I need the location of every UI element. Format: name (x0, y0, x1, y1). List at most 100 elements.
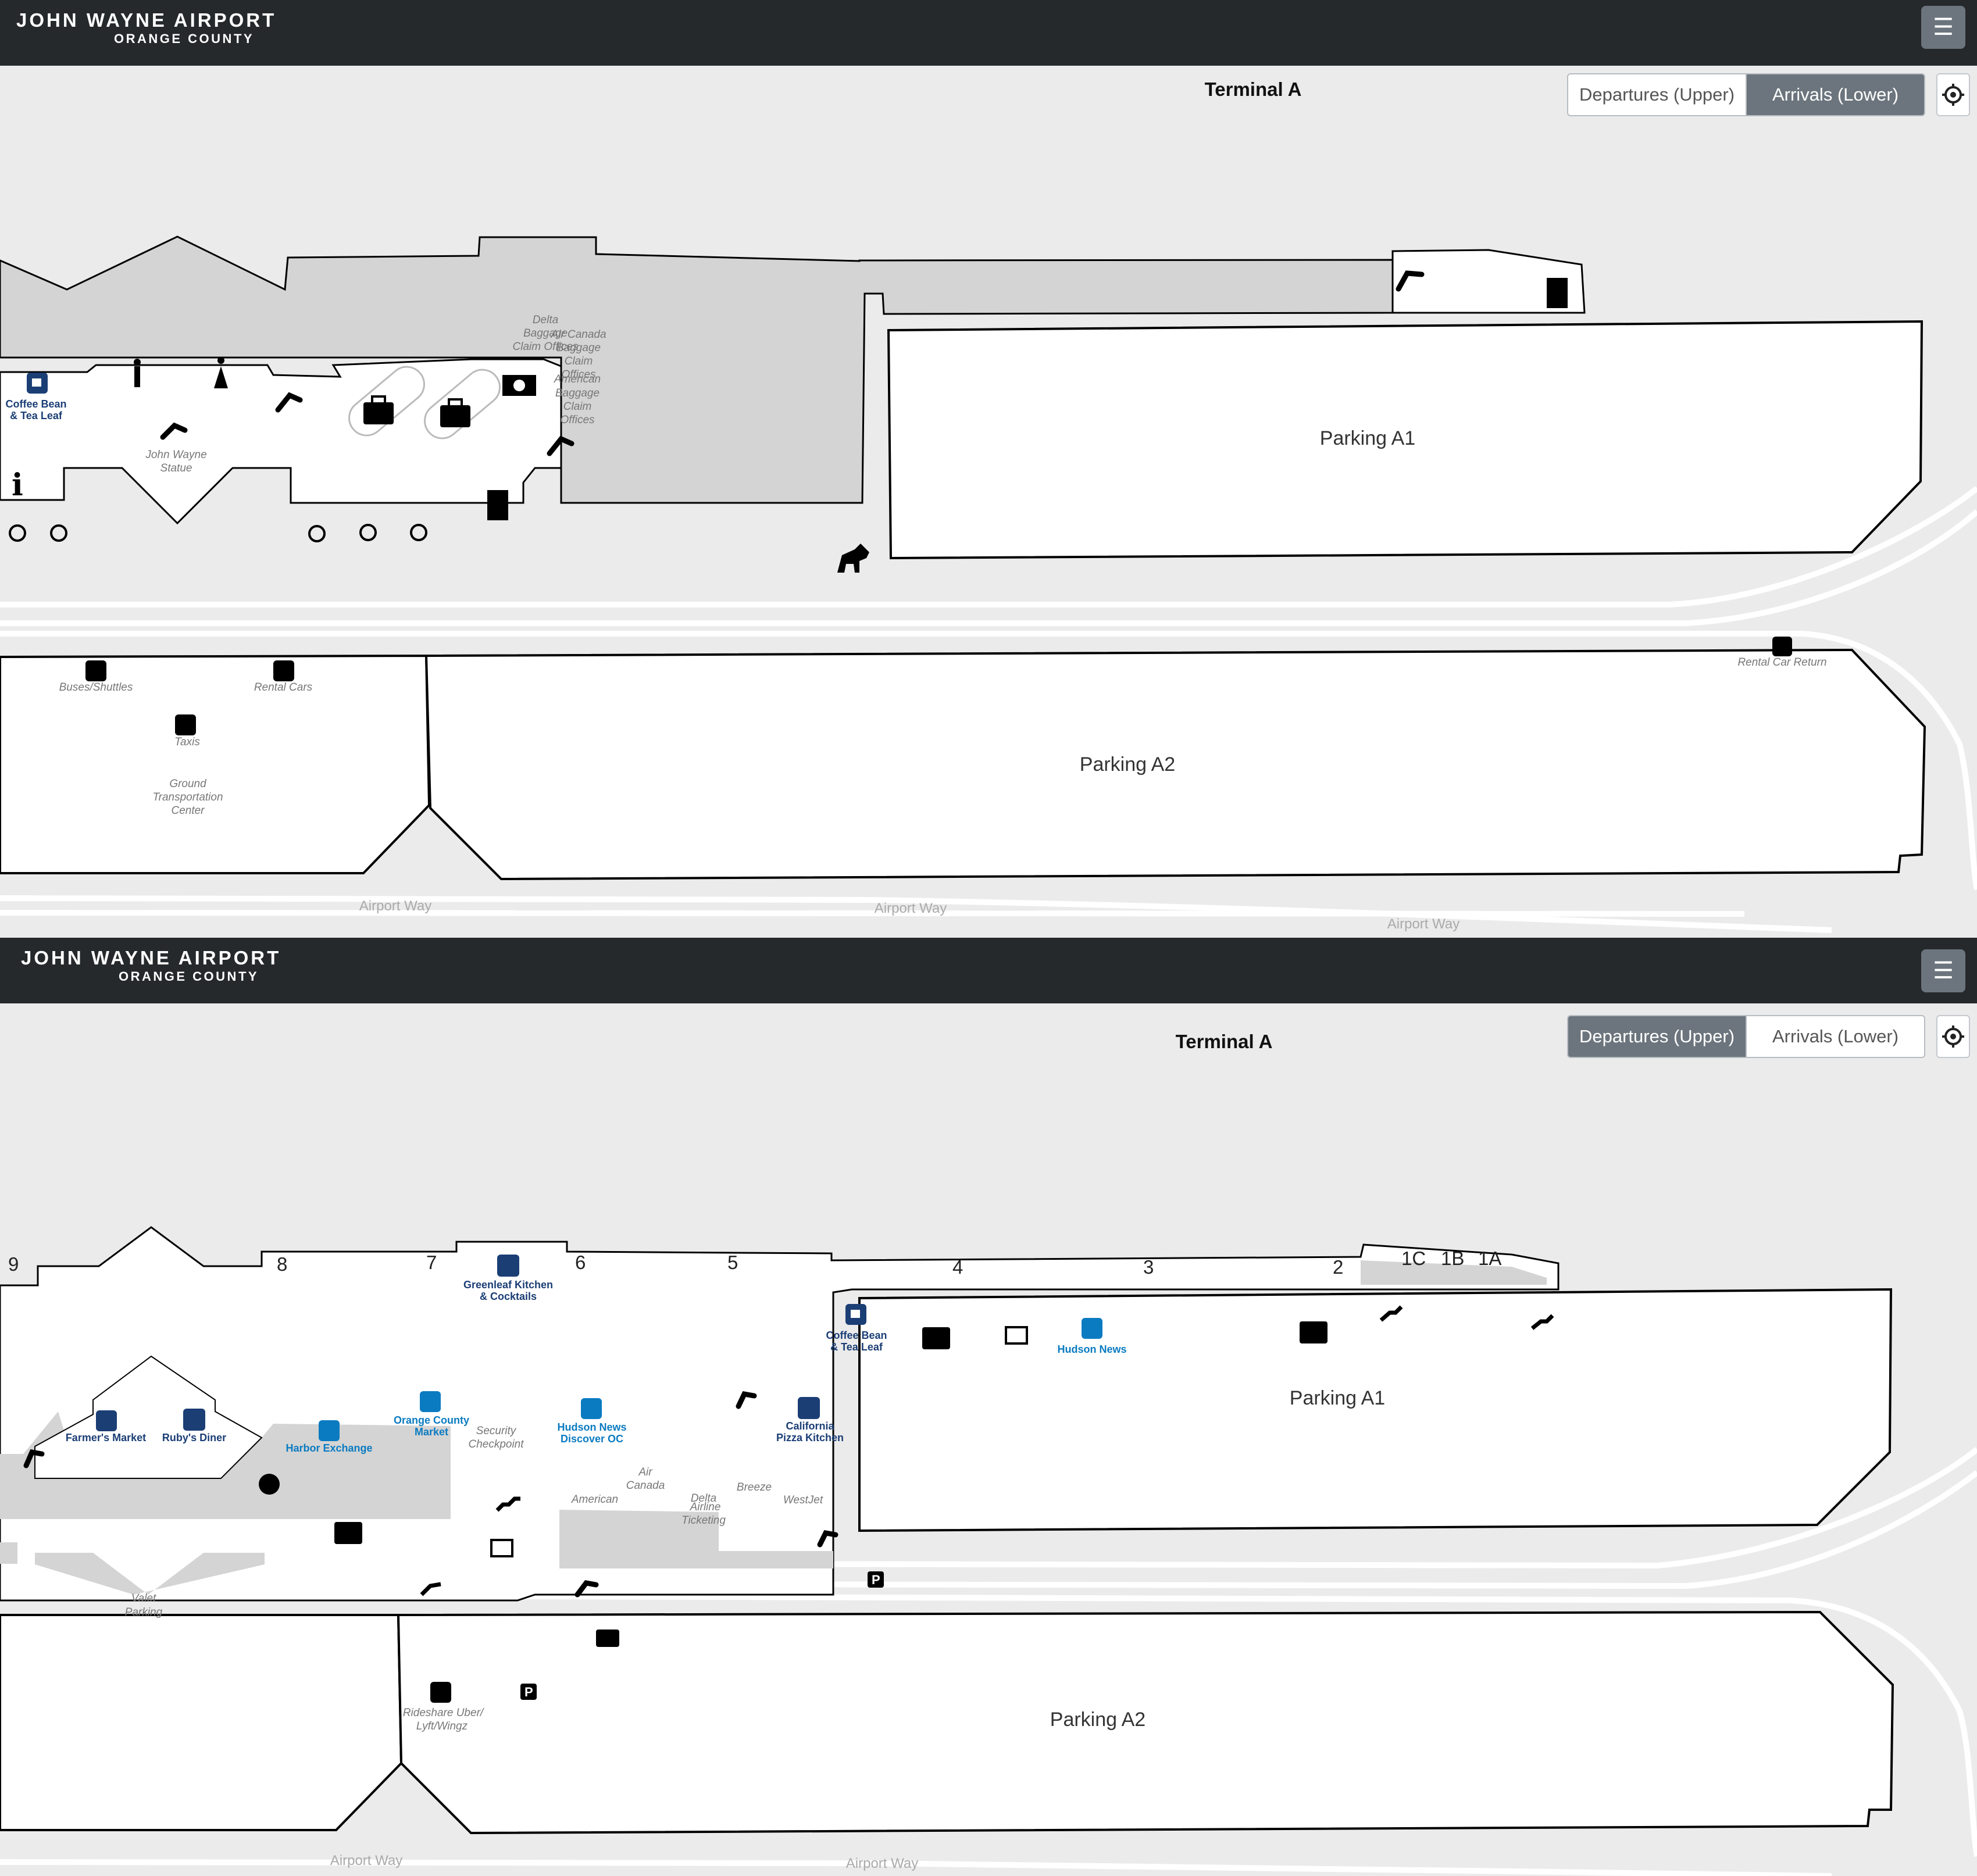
aircanada-baggage-label: Air Canada (550, 328, 606, 341)
terminal-building-gray (0, 235, 1394, 504)
transport-icons[interactable] (85, 637, 1792, 735)
harbor-exchange-label[interactable]: Harbor Exchange (286, 1442, 372, 1454)
svg-text:P: P (872, 1573, 880, 1587)
art-exhibit-icons[interactable] (490, 1326, 1028, 1557)
parking-a2-structure[interactable] (424, 648, 1926, 881)
baggage-cart-icon[interactable] (596, 1630, 619, 1647)
parking-a2-label: Parking A2 (1050, 1709, 1145, 1731)
gate-8[interactable]: 8 (277, 1253, 287, 1275)
delta-label: Delta (691, 1492, 716, 1505)
parking-a2-structure[interactable] (397, 1610, 1894, 1835)
ticketing-label: Ticketing (681, 1514, 726, 1527)
gate-2[interactable]: 2 (1333, 1256, 1343, 1278)
airport-logo-subtitle: ORANGE COUNTY (114, 31, 255, 46)
aircanada-baggage-label-3: Claim (565, 355, 593, 367)
level-toggle: Departures (Upper) Arrivals (Lower) (1567, 73, 1925, 116)
american-baggage-label: American (554, 373, 601, 385)
farmers-market-label[interactable]: Farmer's Market (66, 1432, 146, 1443)
gate-7[interactable]: 7 (426, 1252, 437, 1273)
information-icon[interactable]: i (12, 467, 23, 503)
ground-transportation-center[interactable] (0, 1614, 403, 1831)
hudson-discover-label[interactable]: Hudson News (557, 1421, 626, 1433)
atm-icon[interactable] (502, 375, 536, 396)
cpk-label[interactable]: California (786, 1420, 834, 1432)
site-header: JOHN WAYNE AIRPORT ORANGE COUNTY ☰ (0, 0, 1977, 66)
service-animal-relief-icon[interactable] (837, 544, 869, 573)
restaurant-icons[interactable] (183, 1255, 820, 1431)
coffee-shop-label-2: & Tea Leaf (10, 410, 63, 421)
shop-icons[interactable] (96, 1318, 1102, 1441)
escalator-icons[interactable] (420, 1305, 1554, 1596)
site-header: JOHN WAYNE AIRPORT ORANGE COUNTY ☰ (0, 938, 1977, 1003)
valet-parking-label: Valet (131, 1592, 156, 1605)
locate-button[interactable] (1936, 1015, 1970, 1058)
phone-icons[interactable] (23, 1391, 838, 1598)
gate-3[interactable]: 3 (1143, 1256, 1154, 1278)
oc-market-label-2: Market (415, 1426, 448, 1438)
parking-icons[interactable]: P P (520, 1571, 884, 1700)
taxis-label: Taxis (174, 736, 200, 748)
gate-labels[interactable]: 9 8 7 6 5 4 3 2 1C 1B 1A (8, 1248, 1501, 1278)
food-court-area (34, 1355, 263, 1479)
elevator-icons[interactable] (334, 1321, 1327, 1544)
arrivals-floor-map[interactable]: i (0, 66, 1977, 938)
road-label: Airport Way (1387, 916, 1459, 932)
hamburger-icon[interactable]: ☰ (1921, 949, 1965, 992)
gate-6[interactable]: 6 (575, 1252, 586, 1273)
road-label: Airport Way (846, 1856, 918, 1871)
delta-baggage-label-2: Baggage (523, 327, 568, 340)
gtc-label: Ground (169, 778, 207, 790)
oc-market-label[interactable]: Orange County (394, 1414, 469, 1426)
roadways (0, 1447, 1977, 1876)
arrivals-level-button[interactable]: Arrivals (Lower) (1746, 1016, 1924, 1057)
restroom-icons[interactable] (134, 357, 228, 388)
crosshair-locate-icon (1942, 1025, 1964, 1048)
coffee-shop-icon[interactable] (845, 1304, 866, 1325)
airport-logo-title[interactable]: JOHN WAYNE AIRPORT (21, 947, 281, 969)
elevator-icons[interactable] (487, 278, 1568, 520)
road-label: Airport Way (330, 1853, 402, 1868)
air-canada-label-2: Canada (626, 1480, 665, 1492)
rideshare-label: Rideshare Uber/ (403, 1707, 484, 1719)
rideshare-label-2: Lyft/Wingz (416, 1720, 468, 1732)
rubys-diner-label[interactable]: Ruby's Diner (162, 1432, 226, 1443)
airport-logo-title[interactable]: JOHN WAYNE AIRPORT (16, 9, 277, 31)
aircanada-baggage-label-4: Offices (561, 369, 596, 381)
greenleaf-label[interactable]: Greenleaf Kitchen (463, 1279, 553, 1291)
buses-label: Buses/Shuttles (59, 681, 133, 694)
gate-5[interactable]: 5 (727, 1252, 738, 1273)
coffee-shop-label[interactable]: Coffee Bean (5, 398, 66, 410)
security-checkpoint-label-2: Checkpoint (468, 1438, 524, 1450)
ground-transportation-center[interactable] (0, 654, 431, 874)
coffee-shop-icon[interactable] (27, 373, 48, 394)
rideshare-icon[interactable] (430, 1682, 451, 1703)
parking-a1-structure[interactable] (887, 320, 1924, 560)
statue-label-2: Statue (160, 462, 192, 474)
gate-9[interactable]: 9 (8, 1253, 19, 1275)
hudson-news-label[interactable]: Hudson News (1057, 1343, 1126, 1355)
american-label: American (571, 1493, 618, 1506)
departures-level-button[interactable]: Departures (Upper) (1568, 1016, 1746, 1057)
arrivals-level-button[interactable]: Arrivals (Lower) (1746, 74, 1924, 115)
departures-level-button[interactable]: Departures (Upper) (1579, 84, 1735, 105)
american-baggage-label-3: Claim (563, 401, 592, 413)
gate-1b[interactable]: 1B (1441, 1248, 1464, 1269)
gate-4[interactable]: 4 (952, 1256, 963, 1278)
svg-text:P: P (524, 1685, 533, 1699)
gate-1c[interactable]: 1C (1401, 1248, 1426, 1269)
delta-baggage-label-3: Claim Offices (513, 341, 579, 353)
parking-a1-structure[interactable] (858, 1288, 1893, 1532)
road-label: Airport Way (359, 898, 431, 914)
hamburger-icon[interactable]: ☰ (1921, 6, 1965, 49)
locate-button[interactable] (1936, 73, 1970, 116)
departures-floor-map[interactable]: P P 9 8 7 6 5 (0, 1003, 1977, 1876)
baggage-claim-carousels (348, 366, 501, 439)
baggage-icon[interactable] (363, 395, 470, 427)
gate-1a[interactable]: 1A (1478, 1248, 1501, 1269)
rental-car-return-label: Rental Car Return (1737, 656, 1826, 669)
departures-map-panel: JOHN WAYNE AIRPORT ORANGE COUNTY ☰ Termi… (0, 938, 1977, 1876)
coffee-bean-label[interactable]: Coffee Bean (826, 1330, 887, 1341)
charging-station-icon[interactable] (259, 1474, 280, 1495)
phone-icons[interactable] (160, 270, 1425, 456)
security-checkpoint-label: Security (476, 1425, 517, 1437)
